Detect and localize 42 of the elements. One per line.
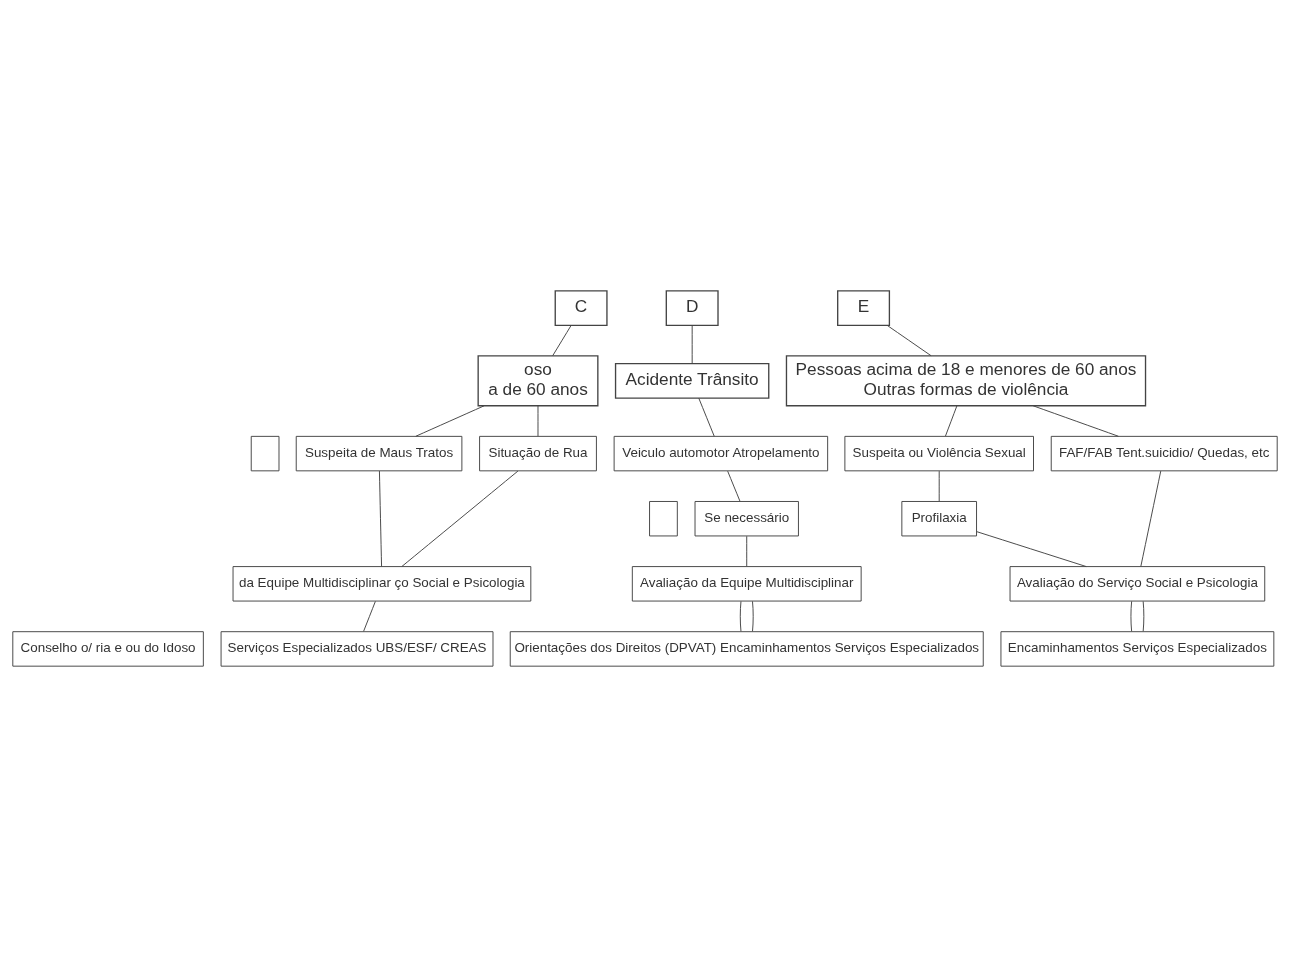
node-box: Profilaxia bbox=[901, 501, 977, 537]
connector bbox=[415, 405, 485, 437]
node-box: D bbox=[665, 290, 719, 326]
connector bbox=[401, 470, 519, 567]
node-box: FAF/FAB Tent.suicidio/ Quedas, etc bbox=[1050, 435, 1278, 472]
node-box: C bbox=[554, 290, 608, 326]
node-box: oso a de 60 anos bbox=[477, 355, 599, 407]
connector bbox=[752, 600, 754, 632]
connector bbox=[1142, 600, 1145, 632]
connector bbox=[1140, 470, 1162, 567]
connector bbox=[698, 397, 715, 437]
connector bbox=[1032, 405, 1119, 437]
connector bbox=[363, 600, 376, 632]
connector bbox=[537, 405, 539, 437]
node-box bbox=[250, 435, 280, 472]
node-box: Serviços Especializados UBS/ESF/ CREAS bbox=[220, 631, 494, 667]
node-box: Suspeita ou Violência Sexual bbox=[844, 435, 1034, 472]
node-box: Orientações dos Direitos (DPVAT) Encaminhamentos Serviços Especializados bbox=[509, 631, 984, 667]
node-box: E bbox=[837, 290, 891, 326]
node-box: Se necessário bbox=[694, 501, 799, 537]
node-box bbox=[649, 501, 678, 537]
node-box: Suspeita de Maus Tratos bbox=[295, 435, 463, 472]
connector bbox=[938, 470, 940, 502]
node-box: Pessoas acima de 18 e menores de 60 anos Outras formas de violência bbox=[785, 355, 1147, 407]
node-box: Avaliação do Serviço Social e Psicologia bbox=[1009, 566, 1266, 602]
connector bbox=[1130, 600, 1133, 632]
node-box: da Equipe Multidisciplinar ço Social e Psicologia bbox=[232, 566, 532, 602]
connector bbox=[886, 324, 932, 357]
connector bbox=[945, 405, 958, 437]
connector bbox=[739, 600, 742, 632]
connector bbox=[552, 324, 572, 357]
node-box: Avaliação da Equipe Multidisciplinar bbox=[631, 566, 862, 602]
node-box: Situação de Rua bbox=[479, 435, 597, 472]
node-box: Acidente Trânsito bbox=[614, 362, 770, 399]
connector bbox=[378, 470, 383, 567]
node-box: Encaminhamentos Serviços Especializados bbox=[1000, 631, 1275, 667]
node-box: Conselho o/ ria e ou do Idoso bbox=[12, 631, 204, 667]
connector bbox=[727, 470, 741, 502]
connector bbox=[976, 531, 1087, 568]
node-box: Veiculo automotor Atropelamento bbox=[613, 435, 829, 472]
connector bbox=[691, 324, 693, 364]
connector bbox=[746, 535, 748, 567]
